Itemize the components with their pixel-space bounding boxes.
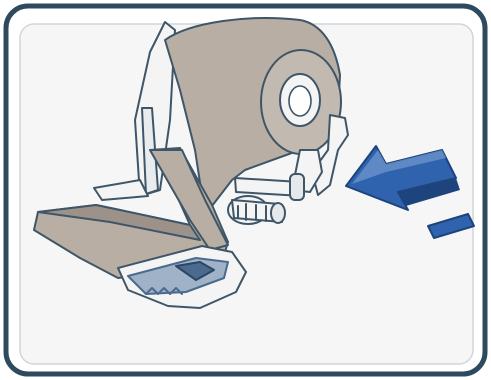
tape-core-hole <box>289 86 311 116</box>
dispenser-axle-cap <box>290 174 304 200</box>
